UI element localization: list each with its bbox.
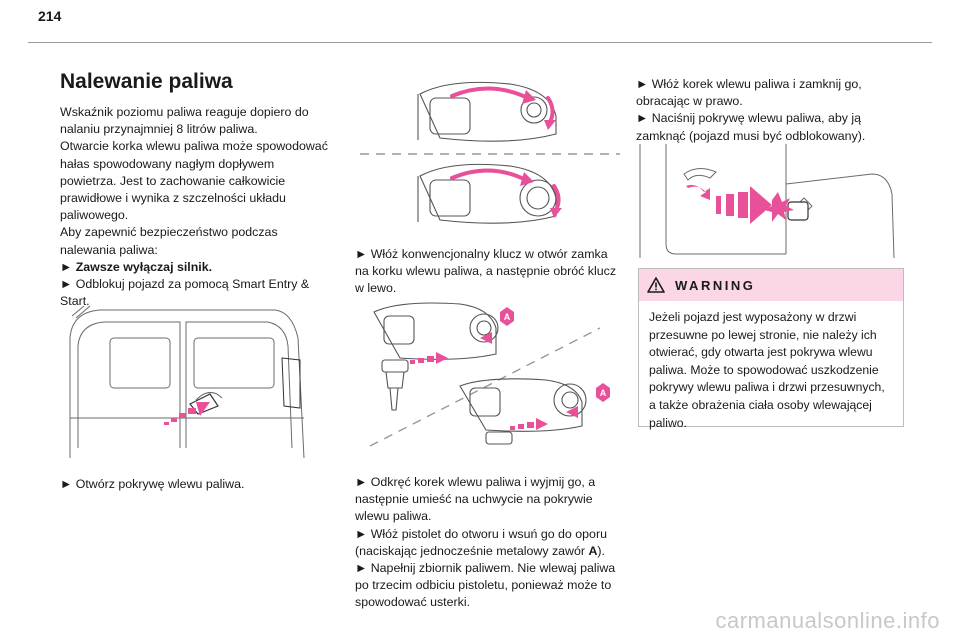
callout-a-lower: A	[600, 388, 607, 398]
step-open-flap: Otwórz pokrywę wlewu paliwa.	[60, 476, 330, 493]
step-nozzle-text: Włóż pistolet do otworu i wsuń go do opo…	[355, 526, 607, 558]
warning-box: WARNING Jeżeli pojazd jest wyposażony w …	[638, 268, 904, 430]
top-rule	[28, 42, 932, 43]
warning-header: WARNING	[639, 269, 903, 301]
illustration-cap-holder-valve: A A	[360, 298, 618, 448]
step-fill-tank: Napełnij zbiornik paliwem. Nie wlewaj pa…	[355, 560, 617, 612]
column-1: Nalewanie paliwa Wskaźnik poziomu paliwa…	[60, 70, 330, 310]
callout-a-upper: A	[504, 312, 511, 322]
warning-text: Jeżeli pojazd jest wyposażony w drzwi pr…	[649, 310, 885, 430]
step-nozzle-end: ).	[597, 543, 605, 558]
illustration-close-flap	[636, 144, 902, 258]
warning-title: WARNING	[675, 277, 756, 293]
safety-intro: Aby zapewnić bezpieczeństwo podczas nale…	[60, 225, 278, 257]
illustration-van-fuel-flap	[60, 298, 322, 458]
step-unlock: Odblokuj pojazd za pomocą Smart Entry & …	[60, 276, 330, 310]
step-press-flap: Naciśnij pokrywę wlewu paliwa, aby ją za…	[636, 110, 902, 144]
warning-triangle-icon	[647, 277, 665, 293]
step-close-cap: Włóż korek wlewu paliwa i zamknij go, ob…	[636, 76, 902, 110]
watermark: carmanualsonline.info	[715, 608, 940, 633]
step-insert-nozzle: Włóż pistolet do otworu i wsuń go do opo…	[355, 526, 617, 560]
section-title: Nalewanie paliwa	[60, 70, 233, 93]
page-number: 214	[38, 8, 62, 24]
intro-paragraph: Wskaźnik poziomu paliwa reaguje dopiero …	[60, 105, 309, 137]
step-insert-key: Włóż konwencjonalny klucz w otwór zamka …	[355, 246, 617, 298]
column-2-steps: Odkręć korek wlewu paliwa i wyjmij go, a…	[355, 474, 617, 612]
column-3: Włóż korek wlewu paliwa i zamknij go, ob…	[636, 76, 902, 145]
noise-paragraph: Otwarcie korka wlewu paliwa może spowodo…	[60, 139, 328, 223]
step-unscrew-cap: Odkręć korek wlewu paliwa i wyjmij go, a…	[355, 474, 617, 526]
valve-letter: A	[588, 543, 598, 558]
step-engine-off: Zawsze wyłączaj silnik.	[60, 259, 330, 276]
illustration-key-in-cap	[360, 76, 620, 238]
